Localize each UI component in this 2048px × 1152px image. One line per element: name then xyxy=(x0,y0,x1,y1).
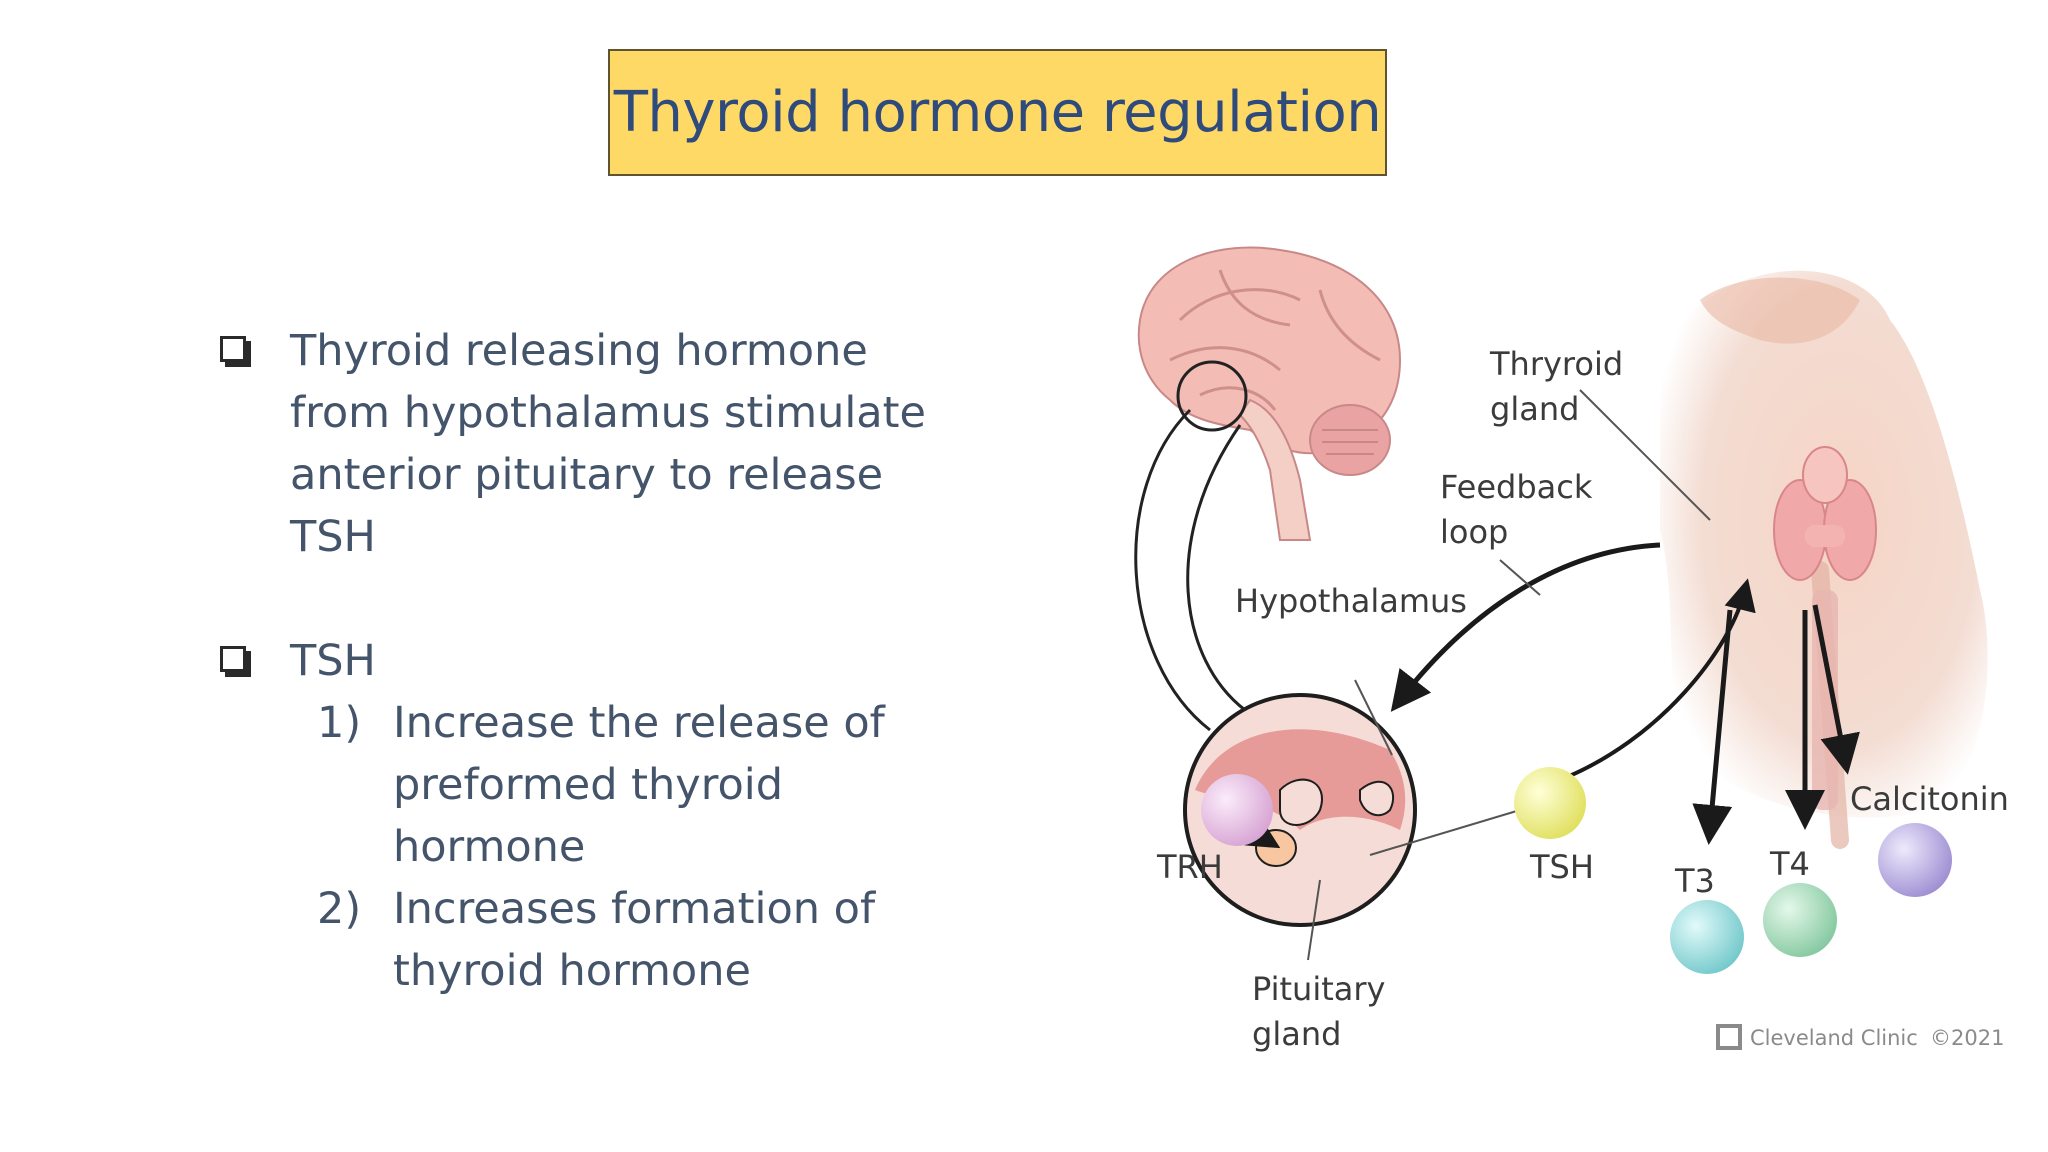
brain-illustration xyxy=(1137,246,1402,541)
list-item-text: Increases formation of thyroid hormone xyxy=(393,884,876,996)
trh-label: TRH xyxy=(1156,848,1223,886)
checkbox-bullet-icon xyxy=(220,646,246,672)
bullet-trh: Thyroid releasing hormone from hypothala… xyxy=(210,320,950,568)
bullet-tsh-text: TSH xyxy=(290,636,376,686)
thyroid-gland-label-line2: gland xyxy=(1490,390,1579,428)
tsh-effects-list: 1) Increase the release of preformed thy… xyxy=(290,692,950,1002)
t3-hormone-ball xyxy=(1670,900,1744,974)
list-item: 1) Increase the release of preformed thy… xyxy=(290,692,950,878)
slide-title: Thyroid hormone regulation xyxy=(613,80,1382,145)
t4-label: T4 xyxy=(1769,845,1810,883)
credit-text: Cleveland Clinic xyxy=(1750,1026,1918,1050)
thyroid-regulation-diagram: Thryroid gland Feedback loop Hypothalamu… xyxy=(1134,246,2009,1053)
list-item-text: Increase the release of preformed thyroi… xyxy=(393,698,885,872)
pituitary-gland-label-line1: Pituitary xyxy=(1252,970,1385,1008)
credit-logo: Cleveland Clinic ©2021 xyxy=(1716,1024,2004,1050)
tsh-hormone-ball xyxy=(1514,767,1586,839)
hypothalamus-pituitary-zoom xyxy=(1183,693,1417,927)
bullet-trh-text: Thyroid releasing hormone from hypothala… xyxy=(290,326,926,562)
thyroid-gland-label-line1: Thryroid xyxy=(1489,345,1623,383)
tsh-label: TSH xyxy=(1529,848,1594,886)
pituitary-gland-label-line2: gland xyxy=(1252,1015,1341,1053)
list-item: 2) Increases formation of thyroid hormon… xyxy=(290,878,950,1002)
feedback-loop-label-line1: Feedback xyxy=(1440,468,1593,506)
bullet-tsh: TSH 1) Increase the release of preformed… xyxy=(210,630,950,1002)
calcitonin-hormone-ball xyxy=(1878,823,1952,897)
hypothalamus-label: Hypothalamus xyxy=(1235,582,1467,620)
calcitonin-label: Calcitonin xyxy=(1850,780,2009,818)
t4-hormone-ball xyxy=(1763,883,1837,957)
credit-year: ©2021 xyxy=(1930,1026,2004,1050)
connection-lines xyxy=(1134,389,1860,961)
trh-hormone-ball xyxy=(1201,774,1273,846)
bullet-list: Thyroid releasing hormone from hypothala… xyxy=(210,320,950,1002)
cleveland-clinic-logo-icon xyxy=(1716,1024,1742,1050)
t3-label: T3 xyxy=(1674,862,1715,900)
feedback-loop-label-line2: loop xyxy=(1440,513,1508,551)
title-box: Thyroid hormone regulation xyxy=(608,49,1387,176)
checkbox-bullet-icon xyxy=(220,336,246,362)
list-item-number: 1) xyxy=(317,698,362,748)
list-item-number: 2) xyxy=(317,884,362,934)
